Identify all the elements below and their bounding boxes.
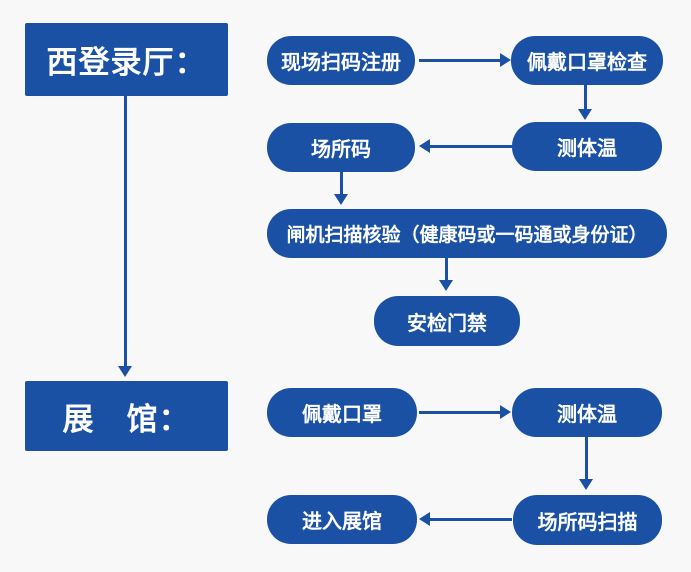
- arrow-wearmask-to-temperature: [419, 405, 511, 419]
- exhibition-section-header: 展 馆：: [25, 381, 228, 451]
- node-security-gate: 安检门禁: [374, 296, 520, 346]
- node-gate-scan-label: 闸机扫描核验（健康码或一码通或身份证）: [286, 225, 648, 246]
- node-security-gate-label: 安检门禁: [407, 312, 487, 335]
- west-hall-title: 西登录厅：: [46, 45, 207, 80]
- node-onsite-register: 现场扫码注册: [267, 36, 415, 85]
- node-onsite-register-label: 现场扫码注册: [281, 52, 401, 74]
- arrow-maskcheck-to-temperature: [578, 85, 592, 120]
- node-venue-scan: 场所码扫描: [513, 495, 662, 545]
- node-enter-hall: 进入展馆: [267, 495, 417, 544]
- arrow-westhall-to-exhibition: [118, 96, 132, 377]
- node-venue-code: 场所码: [267, 123, 415, 172]
- node-venue-scan-label: 场所码扫描: [537, 511, 638, 534]
- node-mask-check-label: 佩戴口罩检查: [527, 52, 647, 74]
- node-enter-hall-label: 进入展馆: [302, 511, 382, 533]
- arrow-temperature-to-venuecode: [419, 139, 512, 153]
- node-venue-code-label: 场所码: [311, 139, 371, 161]
- node-temperature-exhibition: 测体温: [512, 388, 662, 437]
- node-wear-mask-label: 佩戴口罩: [302, 404, 382, 426]
- node-wear-mask: 佩戴口罩: [267, 388, 417, 437]
- node-temperature-exhibition-label: 测体温: [557, 404, 617, 426]
- west-hall-section-header: 西登录厅：: [25, 23, 228, 96]
- arrow-register-to-maskcheck: [419, 53, 511, 67]
- node-mask-check: 佩戴口罩检查: [511, 36, 663, 85]
- arrow-venuecode-to-gatescan: [334, 172, 348, 205]
- exhibition-title: 展 馆：: [62, 401, 191, 437]
- arrow-gatescan-to-securitygate: [439, 258, 453, 291]
- arrow-venuescan-to-enterhall: [419, 512, 512, 526]
- node-temperature-west: 测体温: [512, 122, 662, 171]
- node-temperature-west-label: 测体温: [557, 138, 617, 160]
- node-gate-scan: 闸机扫描核验（健康码或一码通或身份证）: [267, 209, 667, 258]
- arrow-temperature-to-venuescan: [579, 437, 593, 490]
